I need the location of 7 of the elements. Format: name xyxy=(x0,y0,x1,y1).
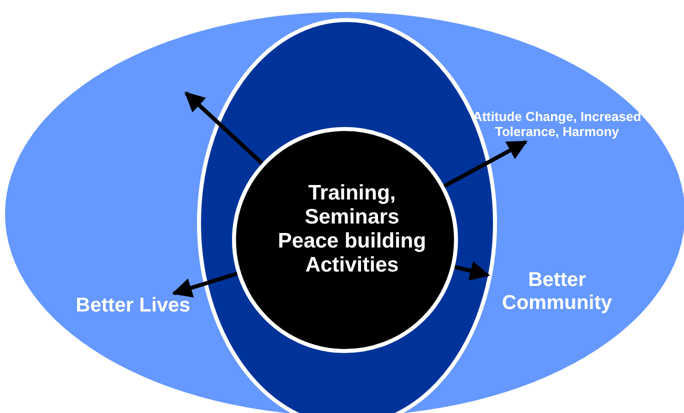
arrow xyxy=(454,261,490,281)
outcome-label: Better Lives xyxy=(76,294,190,318)
outcome-label: Better Community xyxy=(492,269,622,315)
arrow xyxy=(443,140,528,188)
arrow xyxy=(184,92,264,165)
arrow xyxy=(172,272,238,298)
center-label: Training, Seminars Peace building Activities xyxy=(276,182,428,278)
